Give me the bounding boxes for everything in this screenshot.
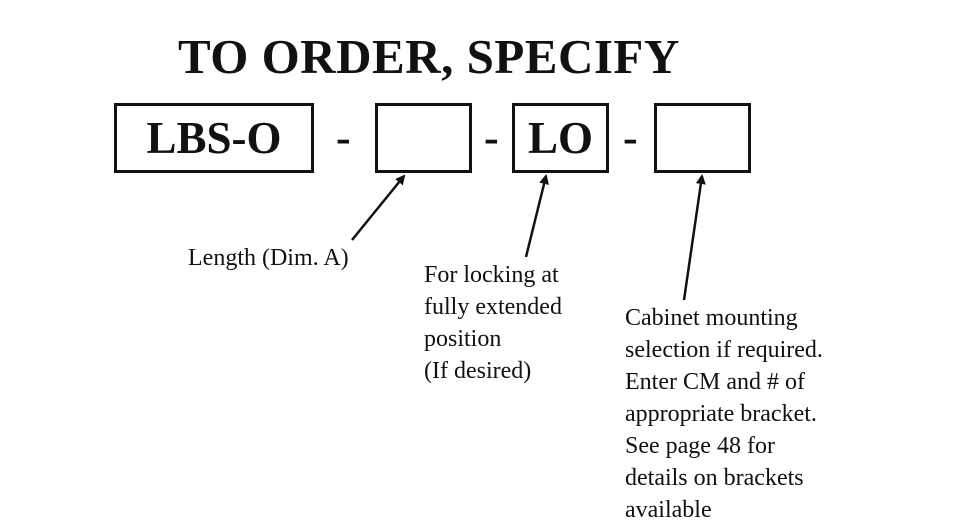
- separator-1: -: [336, 113, 351, 162]
- arrow-mounting: [682, 174, 706, 301]
- part-box-mounting: [654, 103, 751, 173]
- note-length: Length (Dim. A): [188, 245, 349, 271]
- note-locking: For locking at fully extended position (…: [424, 262, 562, 384]
- part-box-base: LBS-O: [114, 103, 314, 173]
- diagram-title: TO ORDER, SPECIFY: [178, 29, 680, 84]
- separator-3: -: [623, 113, 638, 162]
- part-box-length: [375, 103, 472, 173]
- part-base-label: LBS-O: [146, 113, 282, 163]
- part-box-locking: LO: [512, 103, 609, 173]
- part-locking-label: LO: [527, 113, 594, 163]
- arrow-locking: [524, 174, 549, 258]
- note-mounting: Cabinet mounting selection if required. …: [625, 305, 823, 523]
- arrow-length: [351, 174, 406, 241]
- separator-2: -: [484, 113, 499, 162]
